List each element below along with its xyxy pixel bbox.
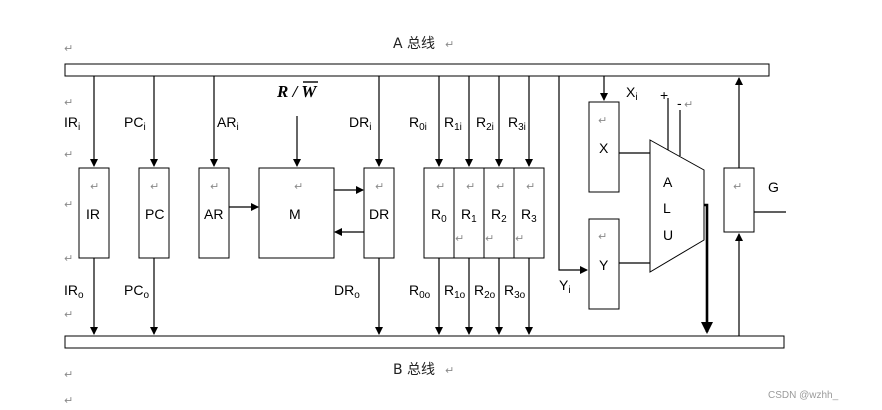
register-pc <box>138 167 170 259</box>
bus-a <box>64 63 770 77</box>
register-r2-label: R2 <box>491 206 507 225</box>
svg-text:↵: ↵ <box>64 394 73 407</box>
svg-text:↵: ↵ <box>466 180 475 193</box>
svg-text:↵: ↵ <box>64 308 73 321</box>
signal-x-in: Xi <box>626 84 638 103</box>
register-r1-label: R1 <box>461 206 477 225</box>
svg-text:↵: ↵ <box>445 38 454 51</box>
signal-ir-out: IRo <box>64 282 84 301</box>
signal-r2-out: R2o <box>474 282 496 301</box>
svg-text:↵: ↵ <box>445 364 454 377</box>
register-ir-label: IR <box>86 206 100 222</box>
register-y <box>588 218 620 310</box>
svg-text:↵: ↵ <box>515 232 524 245</box>
bus-b-label: B 总线 <box>393 362 435 378</box>
svg-text:↵: ↵ <box>375 180 384 193</box>
register-r3 <box>513 167 545 259</box>
signal-r3-out: R3o <box>504 282 526 301</box>
svg-text:↵: ↵ <box>455 232 464 245</box>
register-x-label: X <box>599 140 609 156</box>
signal-r0-in: R0i <box>409 114 427 133</box>
svg-text:↵: ↵ <box>210 180 219 193</box>
svg-text:↵: ↵ <box>598 114 607 127</box>
svg-text:↵: ↵ <box>485 232 494 245</box>
register-r0-label: R0 <box>431 206 447 225</box>
svg-text:↵: ↵ <box>64 198 73 211</box>
memory-m <box>258 167 335 259</box>
signal-r1-out: R1o <box>444 282 466 301</box>
register-y-label: Y <box>599 257 609 273</box>
svg-text:↵: ↵ <box>294 180 303 193</box>
svg-text:↵: ↵ <box>90 180 99 193</box>
signal-pc-in: PCi <box>124 114 146 133</box>
svg-text:↵: ↵ <box>733 180 742 193</box>
svg-text:↵: ↵ <box>64 96 73 109</box>
svg-text:↵: ↵ <box>64 368 73 381</box>
register-r1 <box>453 167 485 259</box>
register-pc-label: PC <box>145 206 164 222</box>
svg-text:↵: ↵ <box>64 42 73 55</box>
register-ar-label: AR <box>204 206 223 222</box>
svg-text:↵: ↵ <box>684 98 693 111</box>
watermark: CSDN @wzhh_ <box>768 390 839 401</box>
alu <box>649 139 705 273</box>
alu-letter-l: L <box>663 200 671 216</box>
register-dr-label: DR <box>369 206 389 222</box>
signal-dr-out: DRo <box>334 282 360 301</box>
svg-text:↵: ↵ <box>598 230 607 243</box>
svg-text:↵: ↵ <box>496 180 505 193</box>
svg-text:↵: ↵ <box>150 180 159 193</box>
svg-text:↵: ↵ <box>64 252 73 265</box>
alu-op-minus: - <box>677 95 682 111</box>
svg-text:↵: ↵ <box>526 180 535 193</box>
register-g <box>723 167 755 233</box>
signal-ar-in: ARi <box>217 114 239 133</box>
bus-a-label: A 总线 <box>393 36 435 52</box>
signal-ir-in: IRi <box>64 114 80 133</box>
signal-r2-in: R2i <box>476 114 494 133</box>
signal-r1-in: R1i <box>444 114 462 133</box>
register-r3-label: R3 <box>521 206 537 225</box>
signal-dr-in: DRi <box>349 114 371 133</box>
svg-text:↵: ↵ <box>64 148 73 161</box>
register-dr <box>363 167 395 259</box>
memory-m-label: M <box>289 206 301 222</box>
alu-letter-u: U <box>663 227 673 243</box>
alu-letter-a: A <box>663 174 673 190</box>
bus-b <box>64 335 785 349</box>
rw-signal-label: R / W <box>276 82 318 101</box>
general-registers: ↵ ↵ ↵ ↵ ↵ ↵ ↵ R0 R1 R2 R3 <box>423 167 545 259</box>
signal-r3-in: R3i <box>508 114 526 133</box>
register-ar <box>198 167 230 259</box>
register-x <box>588 101 620 193</box>
register-g-label: G <box>768 179 779 195</box>
alu-op-plus: + <box>660 87 668 103</box>
signal-r0-out: R0o <box>409 282 431 301</box>
signal-y-in: Yi <box>559 277 571 296</box>
paragraph-marks: ↵ ↵ ↵ ↵ ↵ ↵ ↵ ↵ <box>64 42 73 407</box>
signal-pc-out: PCo <box>124 282 149 301</box>
svg-text:↵: ↵ <box>436 180 445 193</box>
